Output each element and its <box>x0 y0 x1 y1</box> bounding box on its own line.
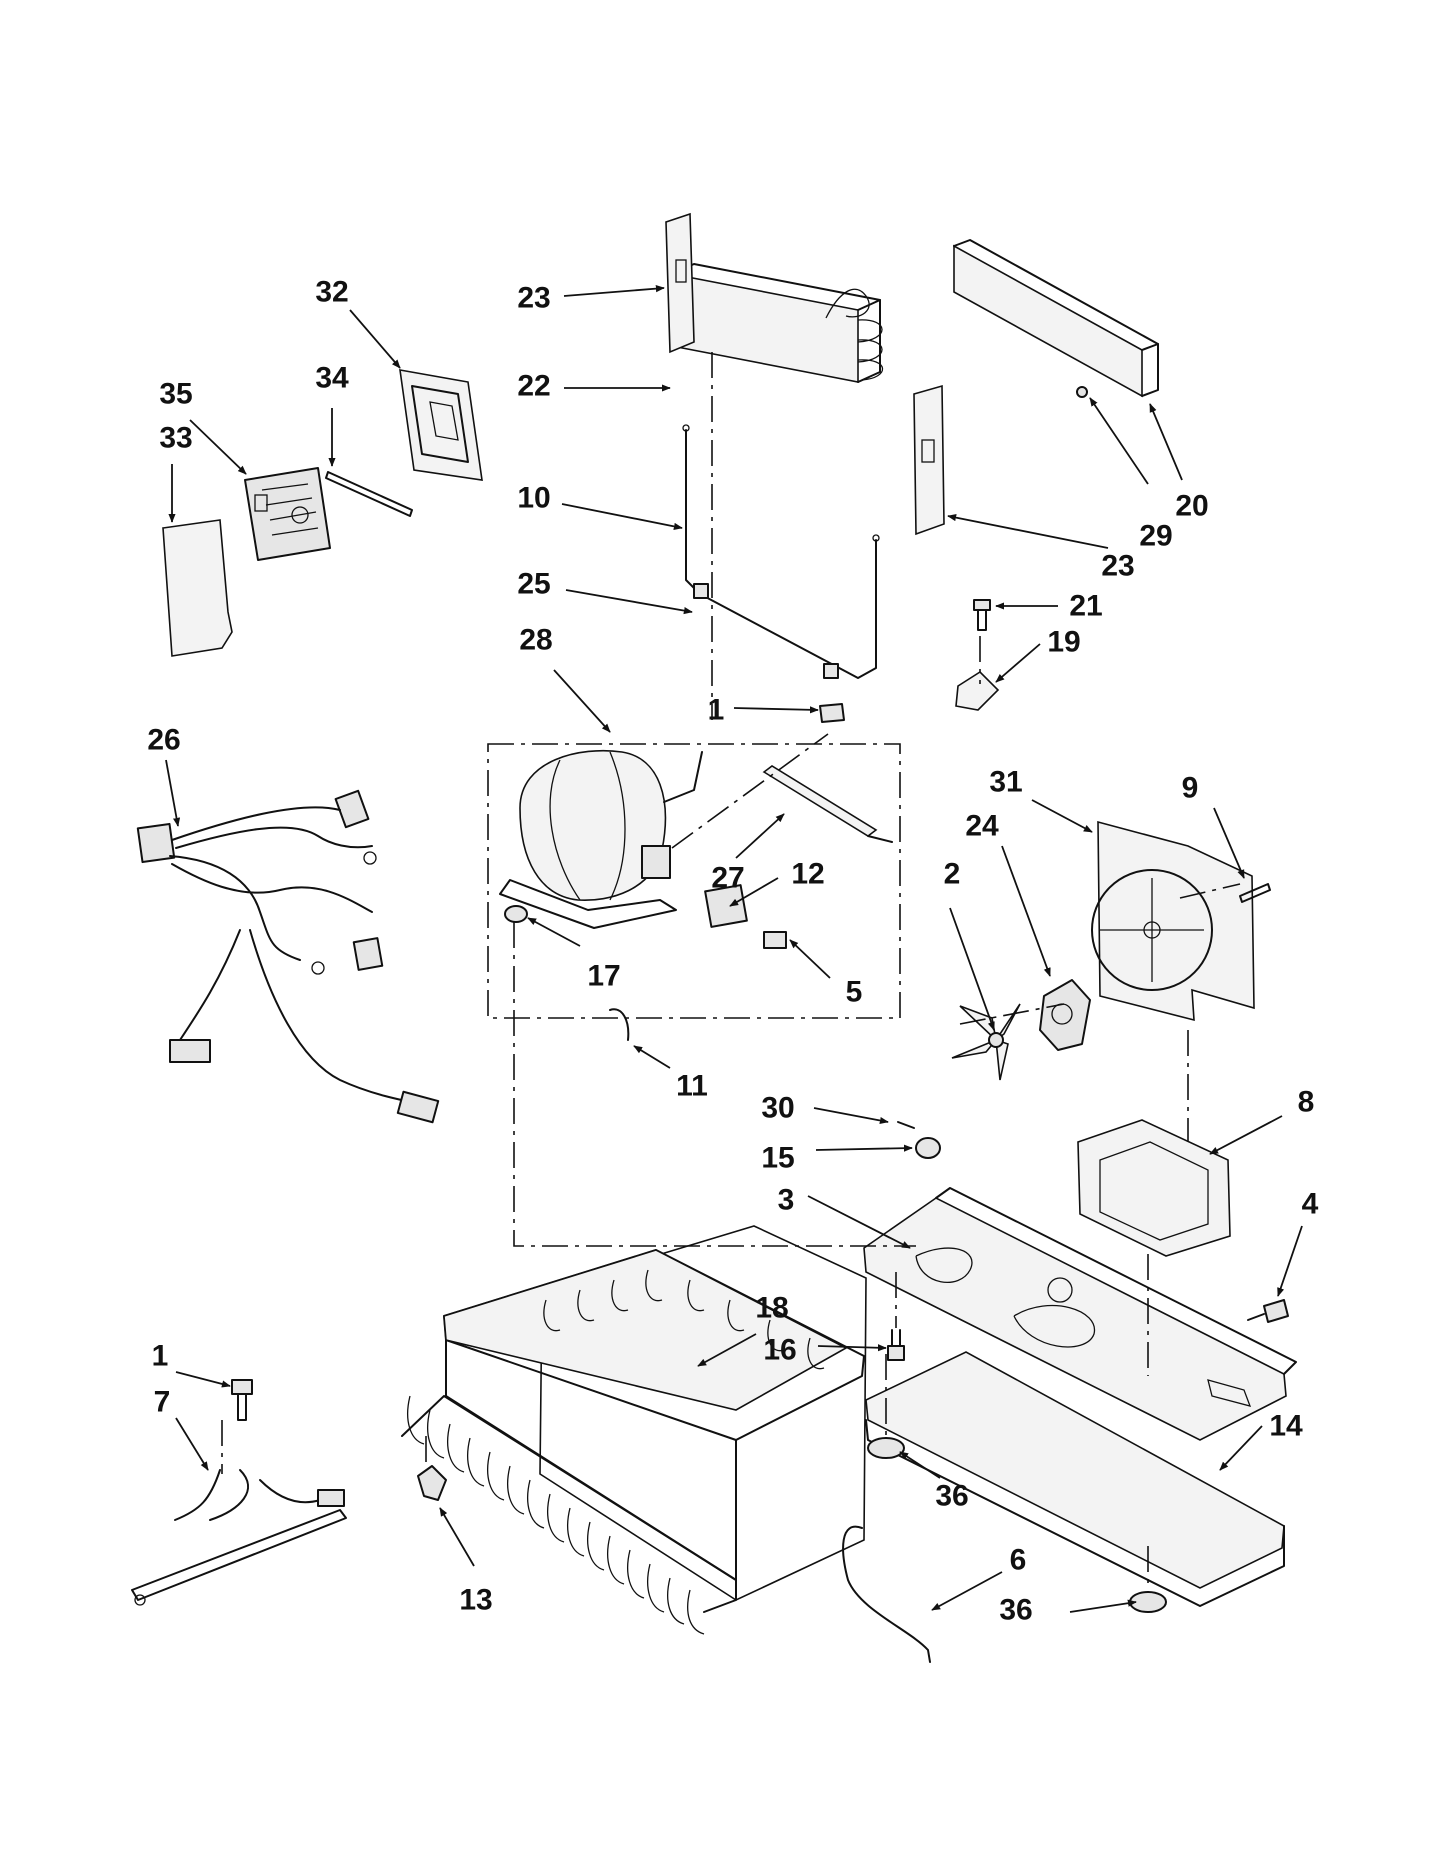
callout-labels: 32 34 35 33 23 22 10 25 28 23 29 20 21 1… <box>147 276 1318 1627</box>
callout-1-upper: 1 <box>708 694 725 727</box>
callout-20: 20 <box>1175 490 1208 523</box>
callout-33: 33 <box>159 422 192 455</box>
leader-lines <box>165 285 1303 1613</box>
bracket-part-23-right <box>913 384 945 536</box>
callout-3: 3 <box>778 1184 795 1217</box>
wire-harness-part-26 <box>136 789 440 1124</box>
fastener-part-29 <box>1076 386 1088 398</box>
screw-part-16 <box>887 1329 905 1361</box>
callout-12: 12 <box>791 858 824 891</box>
callout-6: 6 <box>1010 1544 1027 1577</box>
callout-32: 32 <box>315 276 348 309</box>
callout-27: 27 <box>711 862 744 895</box>
assembly-lines <box>221 352 1241 1590</box>
callout-1-lower: 1 <box>152 1340 169 1373</box>
washer-part-30 <box>897 1121 915 1129</box>
heater-part-10-25 <box>682 424 880 679</box>
callout-16: 16 <box>763 1334 796 1367</box>
fan-shroud-part-31 <box>1091 820 1255 1022</box>
relay-part-12 <box>704 884 748 928</box>
overload-part-5 <box>763 931 787 949</box>
callout-9: 9 <box>1182 772 1199 805</box>
callout-23-upper: 23 <box>517 282 550 315</box>
callout-36-lower: 36 <box>999 1594 1032 1627</box>
callout-13: 13 <box>459 1584 492 1617</box>
callout-29: 29 <box>1139 520 1172 553</box>
callout-31: 31 <box>989 766 1022 799</box>
bracket-part-8 <box>1077 1119 1231 1257</box>
drier-part-27 <box>762 765 893 843</box>
coil-part-22 <box>671 263 884 383</box>
callout-35: 35 <box>159 378 192 411</box>
tube-part-11 <box>609 1008 630 1041</box>
callout-15: 15 <box>761 1142 794 1175</box>
callout-34: 34 <box>315 362 349 395</box>
callout-28: 28 <box>519 624 552 657</box>
wire-part-6 <box>842 1525 931 1663</box>
callout-2: 2 <box>944 858 961 891</box>
foot-part-36-upper <box>867 1437 905 1459</box>
clip-part-13 <box>417 1465 447 1501</box>
compressor-part-28 <box>499 749 703 929</box>
screw-part-21 <box>973 599 991 631</box>
strip-part-34 <box>325 471 413 517</box>
clip-part-19 <box>955 670 1000 711</box>
callout-5: 5 <box>846 976 863 1009</box>
callout-10: 10 <box>517 482 550 515</box>
grommet-part-15 <box>915 1137 941 1159</box>
control-board-part-35 <box>244 467 331 561</box>
callout-19: 19 <box>1047 626 1080 659</box>
housing-part-32 <box>399 369 483 481</box>
callout-26: 26 <box>147 724 180 757</box>
harness-part-7 <box>131 1469 347 1606</box>
fan-motor-part-24 <box>1039 979 1091 1051</box>
screw-part-9 <box>1239 883 1271 903</box>
condenser-coil-part-18 <box>401 1225 867 1635</box>
screw-part-4 <box>1247 1299 1289 1323</box>
callout-8: 8 <box>1298 1086 1315 1119</box>
callout-25: 25 <box>517 568 550 601</box>
bracket-part-23-left <box>665 212 695 354</box>
screw-part-1-upper <box>819 703 845 723</box>
callout-24: 24 <box>965 810 999 843</box>
screw-part-1-lower <box>231 1379 253 1421</box>
callout-36-upper: 36 <box>935 1480 968 1513</box>
drain-pan-part-14 <box>865 1351 1285 1607</box>
callout-22: 22 <box>517 370 550 403</box>
callout-23-lower: 23 <box>1101 550 1134 583</box>
callout-18: 18 <box>755 1292 788 1325</box>
callout-14: 14 <box>1269 1410 1303 1443</box>
fan-blade-part-2 <box>951 1003 1021 1081</box>
grommet-part-17 <box>504 905 528 923</box>
duct-part-20 <box>953 239 1159 398</box>
callout-7: 7 <box>154 1386 171 1419</box>
callout-30: 30 <box>761 1092 794 1125</box>
callout-21: 21 <box>1069 590 1102 623</box>
callout-17: 17 <box>587 960 620 993</box>
callout-11: 11 <box>676 1070 708 1103</box>
cover-part-33 <box>162 519 233 657</box>
base-plate-part-3 <box>863 1187 1297 1441</box>
callout-4: 4 <box>1302 1188 1319 1221</box>
